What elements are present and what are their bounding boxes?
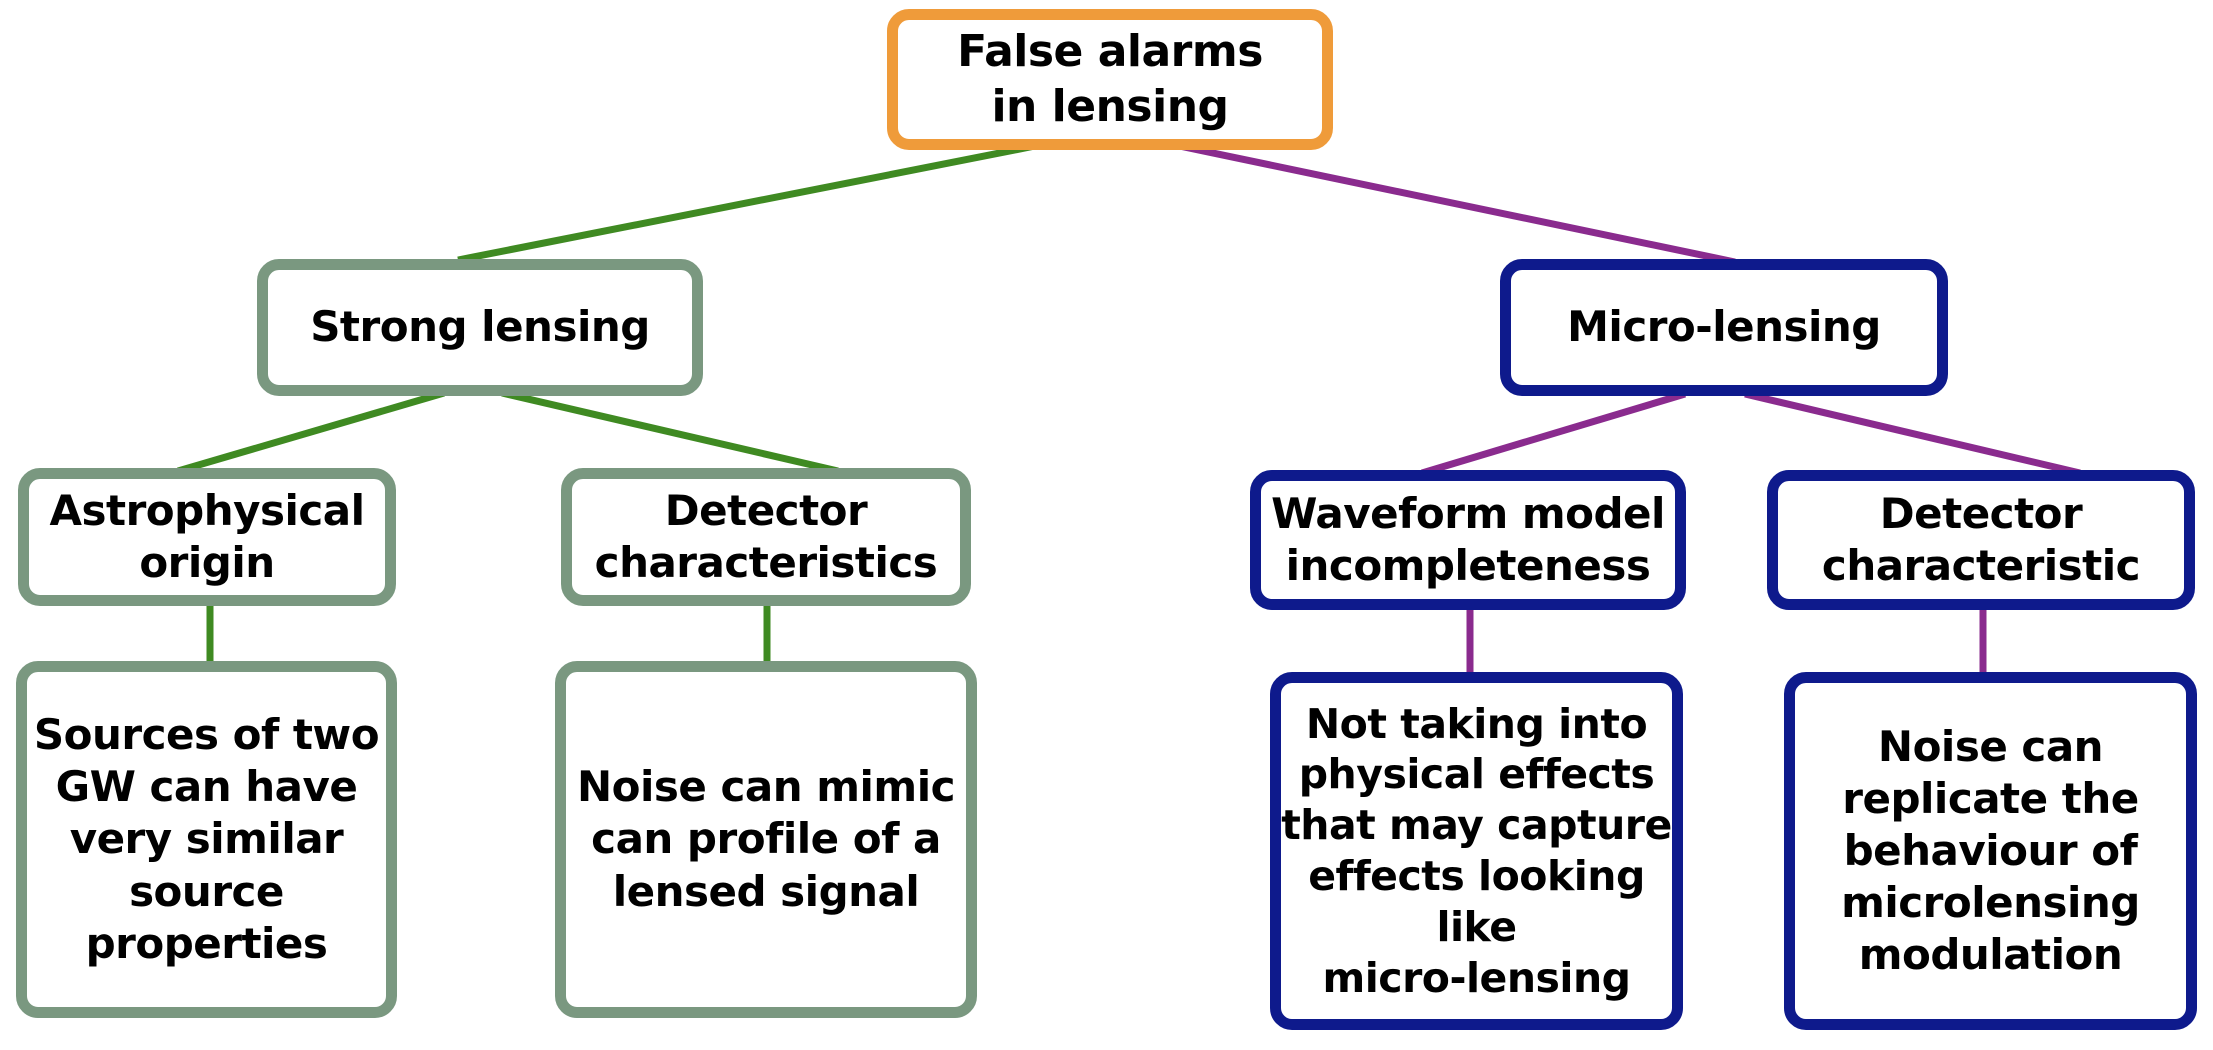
connector-micro-waveform bbox=[1420, 390, 1687, 477]
connector-strong-astro bbox=[177, 389, 445, 475]
leaf-detector-characteristic-detail: Noise can replicate the behaviour of mic… bbox=[1784, 672, 2197, 1030]
detector-characteristic-label: Detector characteristic bbox=[1821, 488, 2141, 590]
node-detector-characteristics: Detector characteristics bbox=[561, 468, 971, 606]
astrophysical-origin-label: Astrophysical origin bbox=[49, 485, 365, 587]
root-node-label: False alarms in lensing bbox=[957, 25, 1263, 132]
connector-strong-detector bbox=[501, 389, 839, 475]
connector-root-micro bbox=[1164, 139, 1736, 266]
connector-micro-detchar bbox=[1744, 390, 2081, 477]
node-strong-lensing: Strong lensing bbox=[257, 259, 703, 396]
detector-detail-text: Noise can mimic can profile of a lensed … bbox=[577, 762, 956, 916]
connector-root-strong bbox=[457, 142, 1036, 264]
detector-characteristics-label: Detector characteristics bbox=[594, 485, 938, 587]
leaf-waveform-detail: Not taking into physical effects that ma… bbox=[1270, 672, 1683, 1030]
waveform-detail-text: Not taking into physical effects that ma… bbox=[1281, 699, 1672, 1002]
astrophysical-detail-text: Sources of two GW can have very similar … bbox=[33, 710, 380, 968]
node-waveform-model-incompleteness: Waveform model incompleteness bbox=[1250, 470, 1686, 610]
node-micro-lensing: Micro-lensing bbox=[1500, 259, 1948, 396]
detector-characteristic-detail-text: Noise can replicate the behaviour of mic… bbox=[1841, 721, 2140, 980]
waveform-model-label: Waveform model incompleteness bbox=[1271, 488, 1665, 590]
root-node-false-alarms: False alarms in lensing bbox=[887, 9, 1333, 150]
leaf-detector-detail: Noise can mimic can profile of a lensed … bbox=[555, 661, 977, 1018]
strong-lensing-label: Strong lensing bbox=[310, 302, 650, 352]
node-detector-characteristic: Detector characteristic bbox=[1767, 470, 2195, 610]
leaf-astrophysical-detail: Sources of two GW can have very similar … bbox=[16, 661, 397, 1018]
micro-lensing-label: Micro-lensing bbox=[1567, 302, 1881, 352]
node-astrophysical-origin: Astrophysical origin bbox=[18, 468, 396, 606]
